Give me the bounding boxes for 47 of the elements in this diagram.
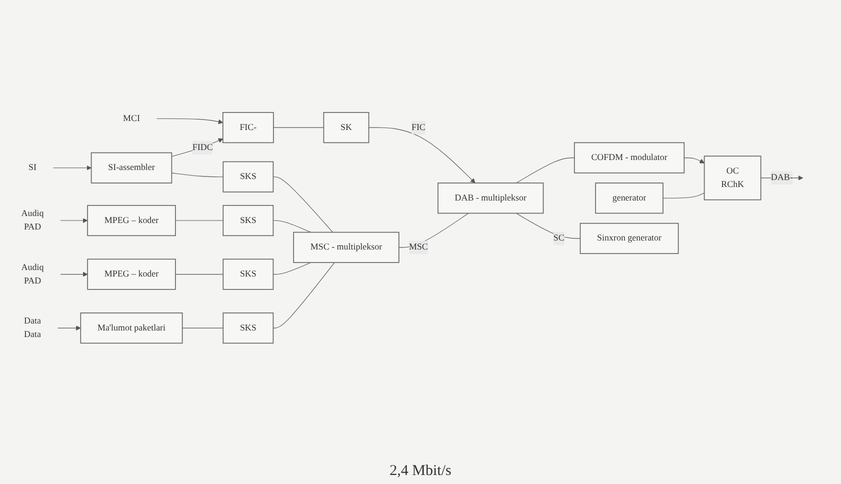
node-box: SI-assembler	[90, 152, 172, 184]
arrow	[156, 118, 224, 124]
connector	[398, 213, 469, 248]
connector	[662, 192, 705, 199]
edge-label: MSC	[408, 242, 428, 252]
connector	[182, 328, 224, 329]
node-box: DAB - multipleksor	[438, 182, 544, 214]
connector	[272, 176, 334, 233]
node-box: SKS	[222, 205, 274, 236]
node-box: SK	[323, 112, 370, 144]
node-text: Audiq PAD	[21, 262, 44, 286]
node-box: MPEG – koder	[87, 259, 176, 290]
arrow	[57, 326, 81, 331]
connector	[175, 274, 224, 275]
node-box: MSC - multipleksor	[293, 232, 400, 264]
node-text: SI	[28, 163, 36, 173]
edge-label: FIC	[411, 122, 426, 132]
edge-label: SC	[553, 234, 564, 244]
connector	[272, 262, 312, 275]
node-box: Ma'lumot paketlari	[80, 312, 183, 344]
arrow	[684, 158, 705, 164]
connector	[171, 172, 224, 178]
bitrate-label: 2,4 Mbit/s	[390, 463, 452, 479]
connector	[272, 262, 335, 329]
arrow	[53, 166, 92, 171]
edge-label: FIDC	[192, 142, 213, 153]
arrow	[368, 128, 476, 184]
connector	[516, 213, 581, 240]
arrow	[171, 138, 224, 158]
edge-label: DAB-	[770, 173, 793, 183]
node-box: SKS	[222, 259, 274, 290]
arrow	[60, 218, 88, 224]
node-box: generator	[595, 182, 664, 214]
arrow	[60, 272, 88, 278]
node-box: SKS	[222, 312, 274, 344]
connector	[175, 220, 224, 222]
connector	[272, 220, 312, 233]
node-box: MPEG – koder	[87, 205, 176, 236]
node-box: SKS	[222, 162, 274, 193]
node-text: Data Data	[24, 316, 41, 340]
node-box: FIC-	[222, 112, 274, 144]
node-text: MCI	[123, 114, 140, 124]
node-box: Sinxron generator	[580, 223, 679, 254]
node-box: COFDM - modulator	[574, 142, 685, 174]
connector	[516, 158, 575, 184]
node-text: Audiq PAD	[21, 209, 44, 232]
node-box: OC RChK	[704, 156, 762, 201]
